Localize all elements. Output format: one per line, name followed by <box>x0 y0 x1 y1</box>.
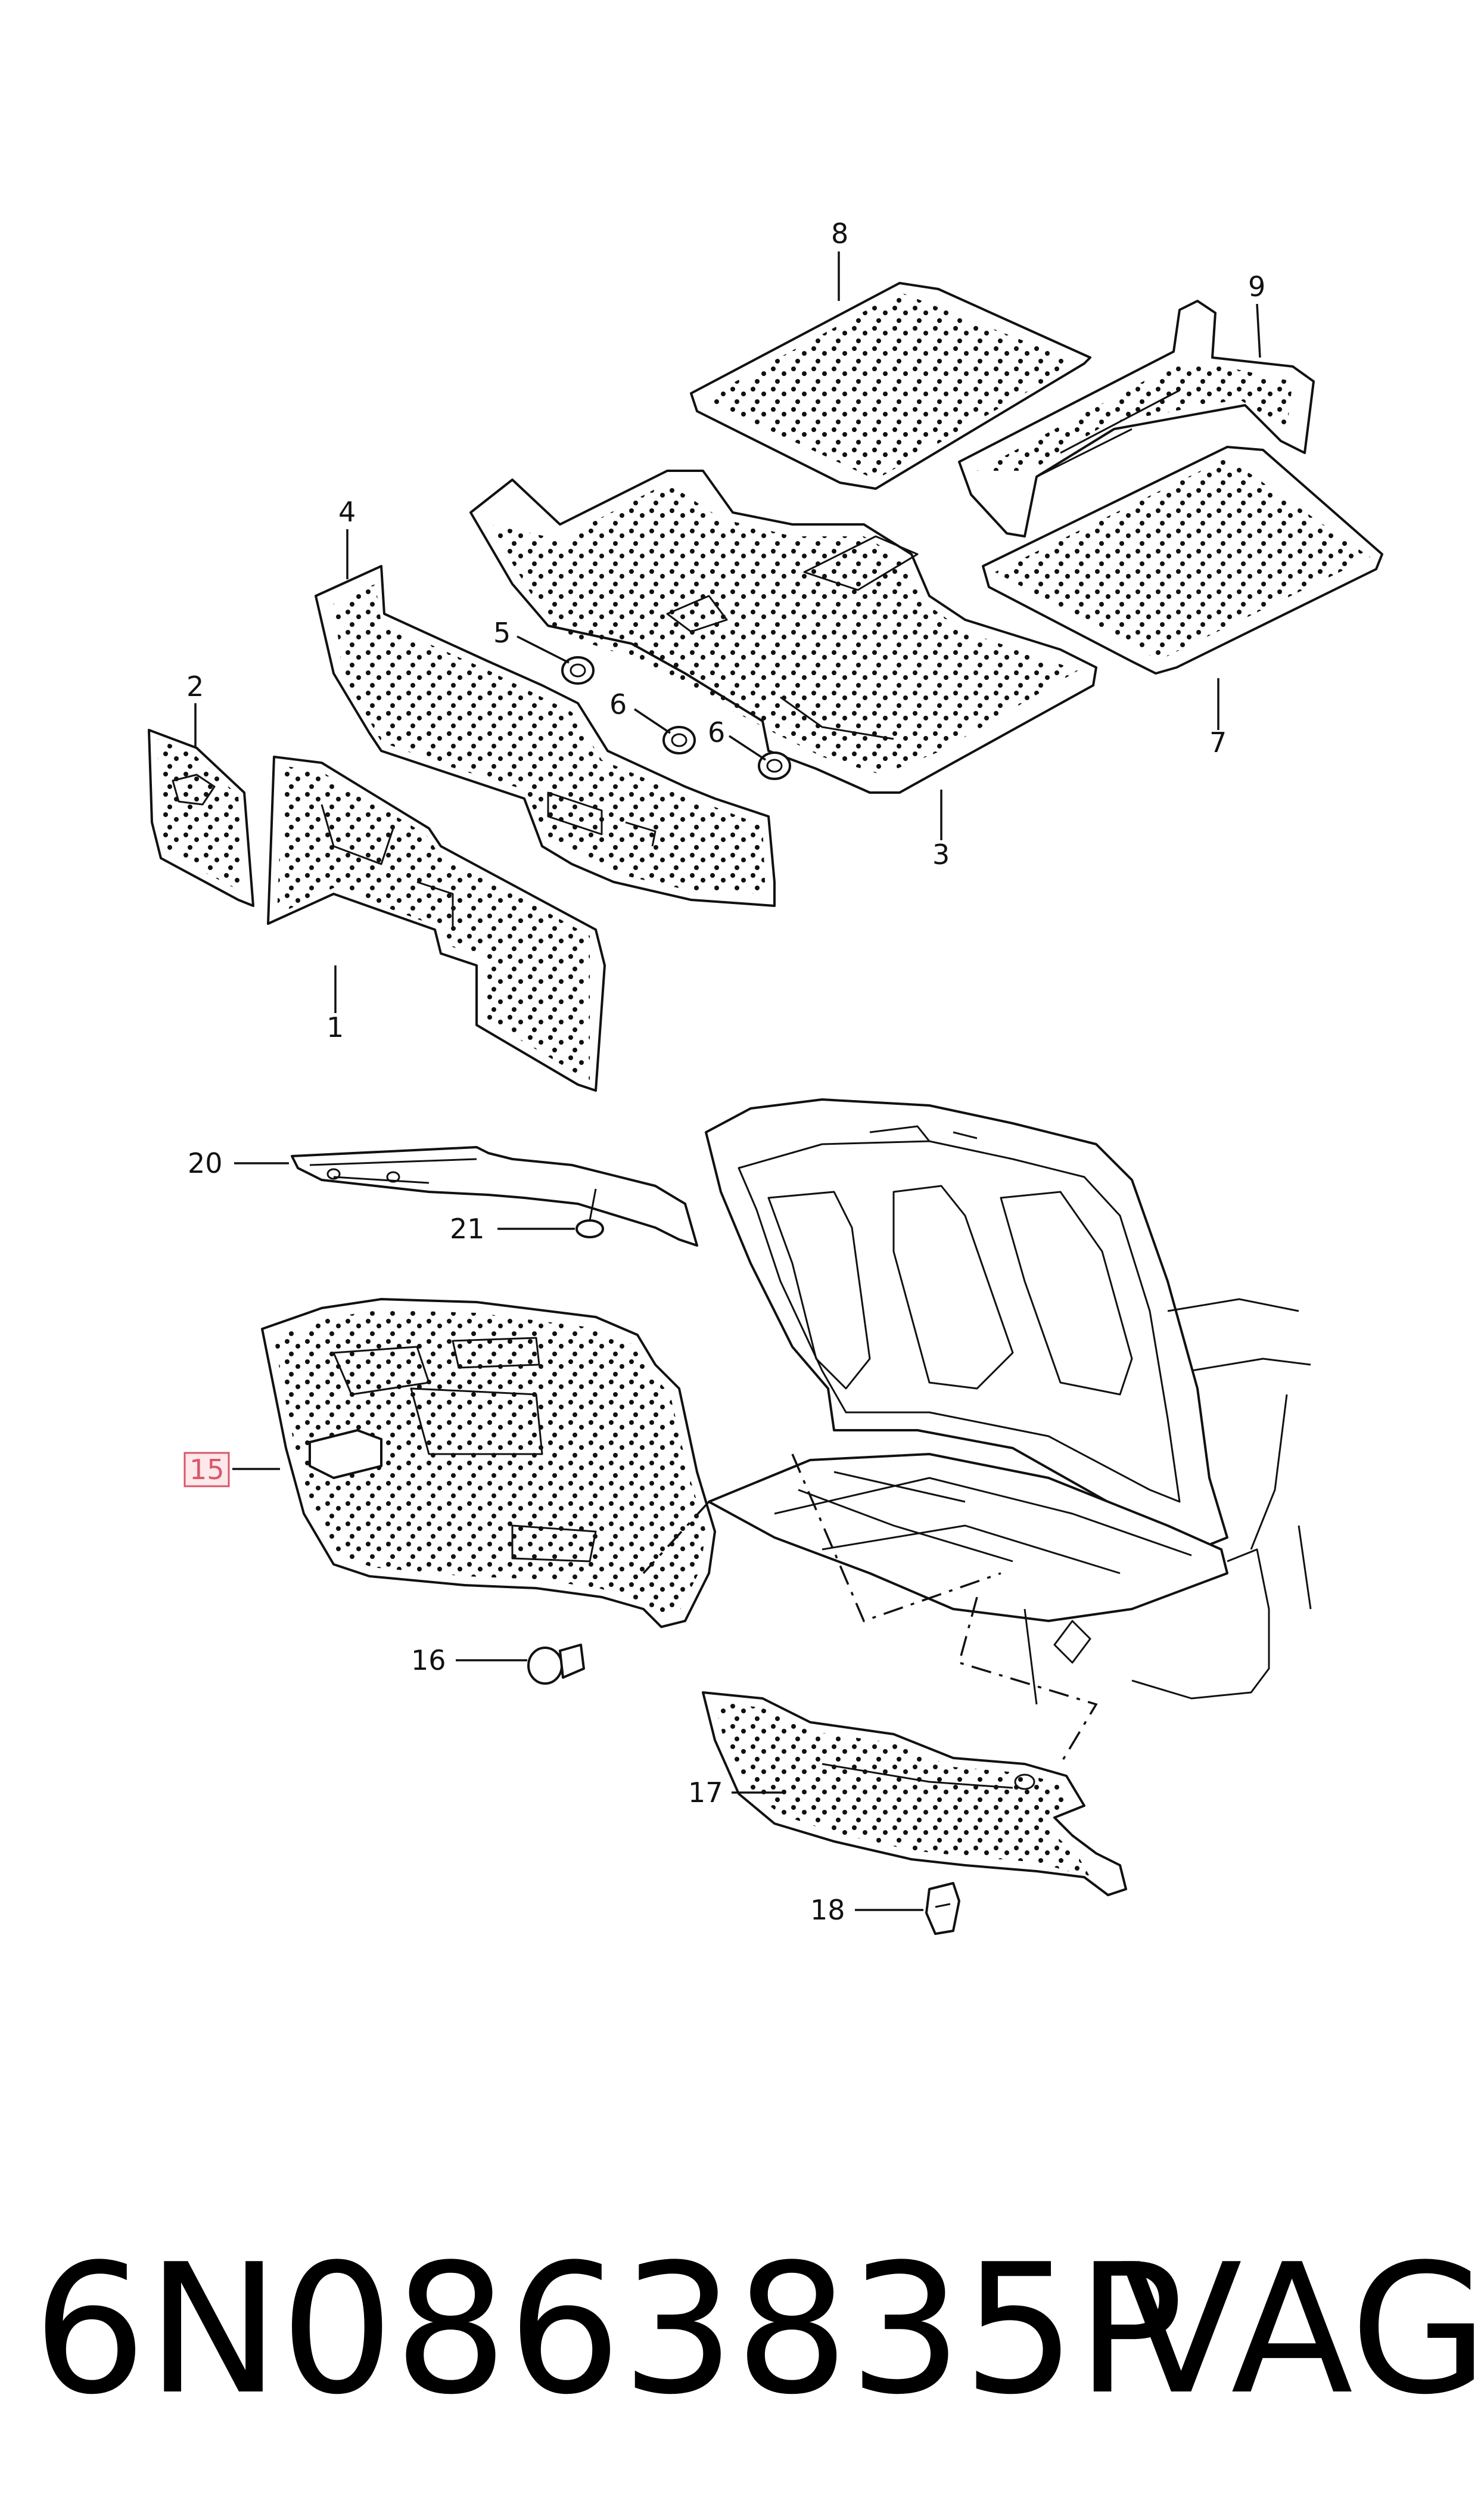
part-number-label: 6N0863835P <box>33 2226 1184 2434</box>
callout-5: 5 <box>493 617 511 649</box>
grommet-5 <box>561 656 595 685</box>
part-2-side-insulation <box>148 729 254 907</box>
callout-8: 8 <box>831 218 848 250</box>
part-3-floor-insulation <box>469 470 1097 794</box>
part-20-seal-strip <box>291 1146 698 1247</box>
part-16-clip <box>527 1644 585 1685</box>
part-9-tunnel-insulation <box>958 300 1315 538</box>
callout-16: 16 <box>411 1644 446 1676</box>
callout-15-highlight <box>183 1452 230 1487</box>
callout-18: 18 <box>810 1894 845 1926</box>
callouts: 8 9 4 5 6 6 7 3 2 1 20 21 15 16 17 18 <box>183 218 1265 1926</box>
callout-21: 21 <box>450 1213 485 1245</box>
callout-17: 17 <box>688 1776 723 1809</box>
callout-7: 7 <box>1209 726 1227 759</box>
callout-9: 9 <box>1248 271 1265 303</box>
callout-6a: 6 <box>609 688 627 720</box>
part-17-insulation <box>702 1691 1127 1896</box>
callout-2: 2 <box>186 670 204 703</box>
part-7-insulation-mat <box>982 446 1383 675</box>
part-18-clip <box>925 1882 960 1935</box>
part-1-front-insulation <box>267 756 606 1092</box>
callout-3: 3 <box>932 838 950 871</box>
vehicle-hood-open <box>642 1098 1312 1765</box>
callout-1: 1 <box>326 1011 344 1043</box>
brand-label: VAG <box>1120 2226 1484 2434</box>
grommet-6a <box>662 726 696 754</box>
grommet-6b <box>758 751 791 780</box>
callout-20: 20 <box>188 1147 223 1179</box>
callout-4: 4 <box>338 496 356 528</box>
part-15-hood-insulation <box>261 1298 716 1628</box>
part-8-insulation-mat <box>690 282 1091 490</box>
callout-6b: 6 <box>708 716 725 748</box>
callout-15: 15 <box>189 1453 225 1486</box>
part-4-bulkhead-insulation <box>315 565 776 907</box>
part-21-clip <box>575 1188 604 1238</box>
leader-lines <box>194 251 1261 1911</box>
